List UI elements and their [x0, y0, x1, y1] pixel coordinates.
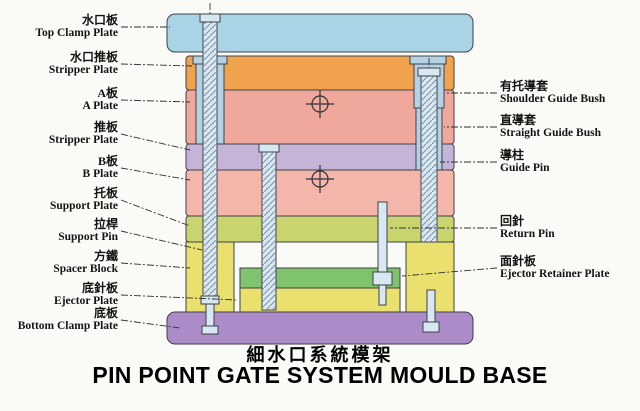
- return-pin-screw: [378, 284, 387, 306]
- label-en: Ejector Retainer Plate: [500, 268, 610, 281]
- return-pin: [377, 201, 388, 273]
- left-guide-pin-hatch: [203, 16, 217, 296]
- label-zh: 面針板: [500, 254, 537, 268]
- label-b-plate: B板 B Plate: [82, 154, 118, 181]
- label-zh: 托板: [93, 186, 118, 200]
- label-zh: 推板: [93, 120, 118, 134]
- bottom-clamp-plate: [166, 311, 474, 345]
- label-zh: 底針板: [81, 281, 118, 295]
- guide-pin-hatch: [421, 74, 437, 242]
- label-zh: 拉桿: [93, 217, 118, 231]
- label-support-plate: 托板 Support Plate: [49, 186, 118, 213]
- label-zh: A板: [97, 86, 118, 100]
- title-english: PIN POINT GATE SYSTEM MOULD BASE: [92, 362, 548, 388]
- label-bottom-clamp-plate: 底板 Bottom Clamp Plate: [17, 306, 118, 333]
- label-stripper-plate: 推板 Stripper Plate: [48, 120, 118, 147]
- leader-stripper-plate: [120, 133, 191, 151]
- label-en: Support Plate: [49, 200, 118, 213]
- label-en: Straight Guide Bush: [500, 127, 601, 140]
- label-shoulder-guide-bush: 有托導套 Shoulder Guide Bush: [500, 79, 606, 106]
- guide-pin-head: [417, 67, 441, 77]
- label-zh: 水口推板: [69, 50, 118, 64]
- support-plate: [185, 215, 455, 243]
- shoulder-guide-bush-flange: [409, 55, 447, 65]
- leader-ejector-retainer-plate: [401, 267, 498, 277]
- label-zh: 方鐵: [93, 249, 118, 263]
- label-en: Shoulder Guide Bush: [500, 93, 606, 106]
- return-pin-head: [372, 271, 393, 286]
- label-zh: B板: [97, 154, 118, 168]
- title-chinese: 細水口系統模架: [246, 345, 394, 365]
- leader-a-plate: [120, 99, 191, 103]
- label-en: Ejector Plate: [54, 295, 118, 308]
- label-en: B Plate: [82, 168, 118, 181]
- label-spacer-block: 方鐵 Spacer Block: [53, 249, 118, 276]
- label-zh: 直導套: [500, 113, 537, 127]
- label-en: Stripper Plate: [48, 64, 118, 77]
- leader-b-plate: [120, 167, 191, 181]
- label-zh: 水口板: [81, 13, 118, 27]
- clamp-screw-head: [422, 321, 440, 333]
- center-pin-head: [258, 143, 280, 153]
- label-guide-pin: 導柱 Guide Pin: [500, 148, 550, 175]
- label-a-plate: A板 A Plate: [82, 86, 118, 113]
- label-en: Spacer Block: [53, 263, 118, 276]
- left-guide-pin-head: [199, 13, 221, 23]
- support-pin-shaft: [205, 303, 215, 329]
- center-pin-hatch: [262, 152, 276, 310]
- center-mark-b-plate: [306, 165, 334, 193]
- label-en: Guide Pin: [500, 162, 550, 175]
- label-en: Stripper Plate: [48, 134, 118, 147]
- label-en: Support Pin: [58, 231, 118, 244]
- label-zh: 導柱: [500, 148, 525, 162]
- label-zh: 底板: [93, 306, 118, 320]
- label-ejector-plate: 底針板 Ejector Plate: [54, 281, 118, 308]
- label-en: A Plate: [82, 100, 118, 113]
- label-ejector-retainer-plate: 面針板 Ejector Retainer Plate: [500, 254, 610, 281]
- leader-support-plate: [120, 199, 191, 227]
- label-top-clamp-plate: 水口板 Top Clamp Plate: [35, 13, 118, 40]
- label-return-pin: 回針 Return Pin: [500, 214, 555, 241]
- leader-bottom-clamp-plate: [120, 319, 181, 329]
- label-en: Bottom Clamp Plate: [17, 320, 118, 333]
- center-mark-a-plate: [306, 90, 334, 118]
- leader-support-pin: [120, 230, 203, 251]
- label-en: Return Pin: [500, 228, 555, 241]
- label-en: Top Clamp Plate: [35, 27, 118, 40]
- label-zh: 回針: [500, 214, 525, 228]
- label-straight-guide-bush: 直導套 Straight Guide Bush: [500, 113, 601, 140]
- leader-spacer-block: [120, 262, 191, 269]
- support-pin-foot: [201, 325, 219, 335]
- leader-runner-stripper-plate: [120, 63, 193, 67]
- support-pin-step: [200, 295, 220, 305]
- label-zh: 有托導套: [500, 79, 549, 93]
- label-support-pin: 拉桿 Support Pin: [58, 217, 118, 244]
- label-runner-stripper-plate: 水口推板 Stripper Plate: [48, 50, 118, 77]
- leader-ejector-plate: [120, 294, 239, 301]
- top-clamp-plate: [166, 13, 474, 53]
